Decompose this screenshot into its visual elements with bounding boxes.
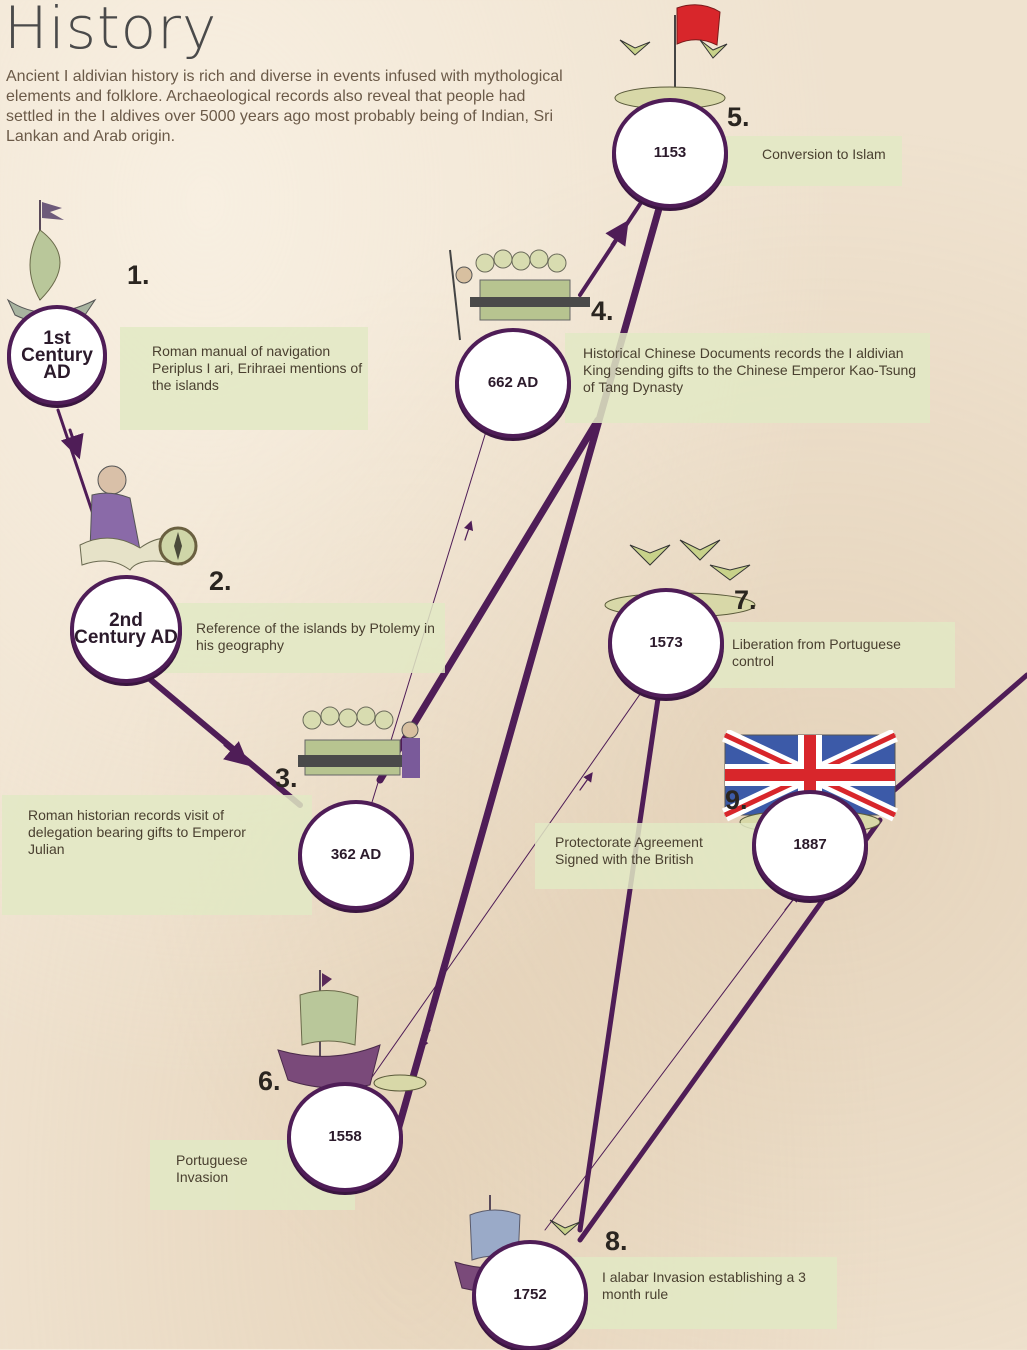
event-2-date: 2nd Century AD (70, 575, 182, 683)
arrow-3-4 (419, 1029, 431, 1050)
event-8-number: 8. (605, 1226, 628, 1256)
event-6-date: 1558 (287, 1082, 403, 1192)
island-flag-icon (614, 4, 728, 110)
connector-1-2 (56, 408, 97, 522)
connector-3-4 (376, 416, 602, 784)
arrow-2-3 (223, 741, 250, 766)
event-7-date: 1573 (608, 588, 724, 698)
event-9-number: 9. (725, 785, 748, 815)
arrow-4-5 (605, 220, 629, 247)
connector-2-3 (142, 672, 303, 808)
event-2-description: Reference of the islands by Ptolemy in h… (160, 603, 445, 673)
event-9-description: Protectorate Agreement Signed with the B… (535, 823, 770, 889)
delegation-icon (449, 249, 590, 341)
event-4-date: 662 AD (455, 328, 571, 438)
scholar-compass-icon (79, 465, 198, 571)
event-1-description: Roman manual of navigation Periplus I ar… (120, 327, 368, 430)
connector-7-8 (577, 682, 663, 1233)
event-3-description: Roman historian records visit of delegat… (2, 795, 312, 915)
event-4-description: Historical Chinese Documents records the… (565, 333, 930, 423)
event-7-description: Liberation from Portuguese control (710, 622, 955, 688)
event-5-number: 5. (727, 102, 750, 132)
connector-6-7 (369, 679, 651, 1081)
event-5-description: Conversion to Islam (720, 136, 902, 186)
event-3-date: 362 AD (298, 800, 414, 910)
event-7-number: 7. (734, 585, 757, 615)
delegation-icon (298, 706, 420, 778)
arrow-3-6 (463, 520, 474, 541)
arrow-8-9 (784, 892, 799, 911)
intro-paragraph: Ancient I aldivian history is rich and d… (6, 68, 563, 145)
connector-8-9 (544, 879, 809, 1231)
page-title: History (4, 0, 218, 62)
ship-icon (277, 970, 427, 1092)
event-8-description: I alabar Invasion establishing a 3 month… (572, 1257, 837, 1329)
event-6-number: 6. (258, 1066, 281, 1096)
event-1-date: 1st Century AD (7, 305, 107, 405)
arrow-6-7 (579, 772, 593, 791)
arrow-1-2 (60, 428, 84, 460)
event-1-number: 1. (127, 260, 150, 290)
event-4-number: 4. (591, 296, 614, 326)
event-3-number: 3. (275, 763, 298, 793)
event-5-date: 1153 (612, 98, 728, 208)
event-2-number: 2. (209, 566, 232, 596)
event-8-date: 1752 (472, 1240, 588, 1350)
event-9-date: 1887 (752, 790, 868, 900)
